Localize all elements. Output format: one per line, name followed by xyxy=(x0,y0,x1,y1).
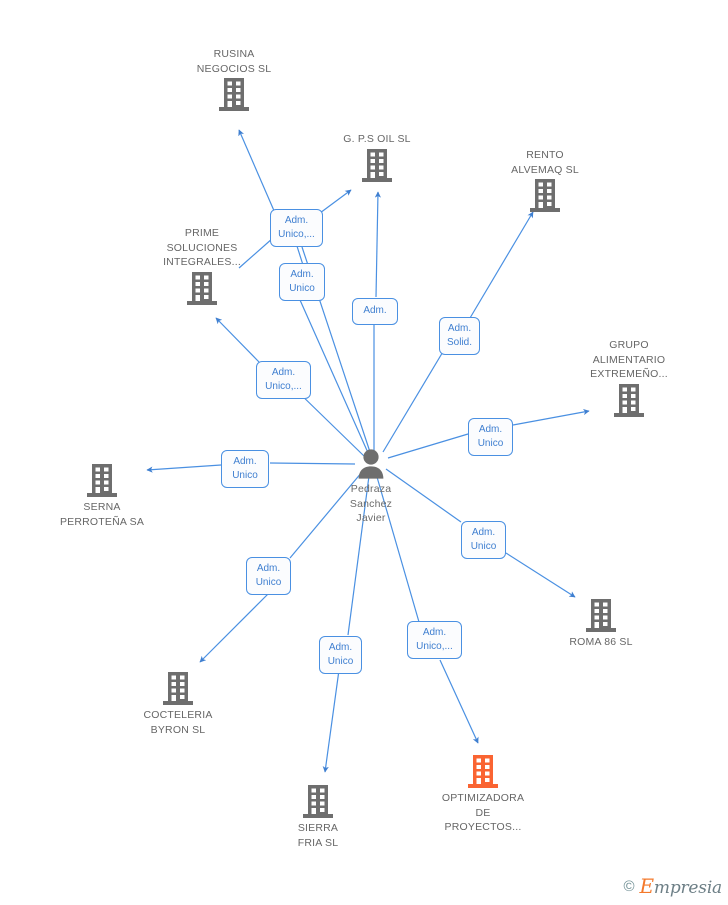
building-icon-highlighted xyxy=(413,755,553,789)
company-node-sierra[interactable]: SIERRA FRIA SL xyxy=(248,785,388,850)
edge-label-cocteleria[interactable]: Adm. Unico xyxy=(246,557,291,595)
edge-center-to-rento-lower xyxy=(382,344,448,453)
company-node-cocteleria[interactable]: COCTELERIA BYRON SL xyxy=(108,672,248,737)
brand-wordmark: Empresia xyxy=(640,876,723,897)
building-icon xyxy=(164,78,304,112)
edge-optimizadora-chip-to-node xyxy=(439,659,479,744)
building-icon xyxy=(32,464,172,498)
edge-label-sierra[interactable]: Adm. Unico xyxy=(319,636,362,674)
edge-sierra-chip-to-node xyxy=(322,669,340,773)
company-label-serna: SERNA PERROTEÑA SA xyxy=(59,501,145,528)
edge-rento-chip-to-node xyxy=(469,211,534,319)
company-label-rento: RENTO ALVEMAQ SL xyxy=(511,149,579,176)
company-node-rusina[interactable]: RUSINA NEGOCIOS SL xyxy=(164,47,304,112)
edge-label-prime[interactable]: Adm. Unico,... xyxy=(256,361,311,399)
company-node-serna[interactable]: SERNA PERROTEÑA SA xyxy=(32,464,172,529)
edge-gpsoil-chip-to-node xyxy=(374,191,382,298)
company-node-rento[interactable]: RENTO ALVEMAQ SL xyxy=(475,148,615,213)
company-label-gpsoil: G. P.S OIL SL xyxy=(343,133,411,145)
company-node-gpsoil[interactable]: G. P.S OIL SL xyxy=(307,132,447,183)
building-icon xyxy=(531,599,671,633)
company-node-prime[interactable]: PRIME SOLUCIONES INTEGRALES... xyxy=(132,226,272,306)
empresia-watermark: © Empresia xyxy=(623,876,722,897)
person-node-center[interactable]: Pedraza Sanchez Javier xyxy=(301,448,441,526)
company-label-rusina: RUSINA NEGOCIOS SL xyxy=(196,48,272,75)
building-icon xyxy=(108,672,248,706)
building-icon xyxy=(307,148,447,183)
edge-label-grupo[interactable]: Adm. Unico xyxy=(468,418,513,456)
company-label-cocteleria: COCTELERIA BYRON SL xyxy=(143,709,213,736)
company-label-grupo: GRUPO ALIMENTARIO EXTREMEÑO... xyxy=(590,339,668,380)
building-icon xyxy=(248,785,388,819)
edge-label-serna[interactable]: Adm. Unico xyxy=(221,450,269,488)
company-node-roma[interactable]: ROMA 86 SL xyxy=(531,599,671,650)
edge-cocteleria-chip-to-node xyxy=(199,591,271,663)
person-name-label: Pedraza Sanchez Javier xyxy=(349,483,393,524)
company-label-sierra: SIERRA FRIA SL xyxy=(297,822,339,849)
edge-label-rento[interactable]: Adm. Solid. xyxy=(439,317,480,355)
edge-hub-to-rusina xyxy=(238,129,276,214)
brand-initial: E xyxy=(639,874,655,898)
company-node-optimizadora[interactable]: OPTIMIZADORA DE PROYECTOS... xyxy=(413,755,553,835)
edge-roma-chip-to-node xyxy=(505,552,576,598)
brand-rest: mpresia xyxy=(653,878,722,898)
edge-label-optimizadora[interactable]: Adm. Unico,... xyxy=(407,621,462,659)
person-icon xyxy=(301,448,441,480)
company-label-optimizadora: OPTIMIZADORA DE PROYECTOS... xyxy=(441,792,525,833)
edge-label-roma[interactable]: Adm. Unico xyxy=(461,521,506,559)
edge-hub-to-gpsoil xyxy=(319,189,352,214)
company-label-roma: ROMA 86 SL xyxy=(569,636,633,648)
edge-label-prime-upper[interactable]: Adm. Unico xyxy=(279,263,325,301)
company-label-prime: PRIME SOLUCIONES INTEGRALES... xyxy=(163,227,241,268)
edge-prime-chip-to-node xyxy=(215,317,260,363)
edge-label-gpsoil[interactable]: Adm. xyxy=(352,298,398,325)
building-icon xyxy=(132,271,272,306)
copyright-icon: © xyxy=(623,878,635,895)
edge-label-top-hub[interactable]: Adm. Unico,... xyxy=(270,209,323,247)
company-node-grupo[interactable]: GRUPO ALIMENTARIO EXTREMEÑO... xyxy=(559,338,699,418)
building-icon xyxy=(559,383,699,418)
building-icon xyxy=(475,179,615,213)
